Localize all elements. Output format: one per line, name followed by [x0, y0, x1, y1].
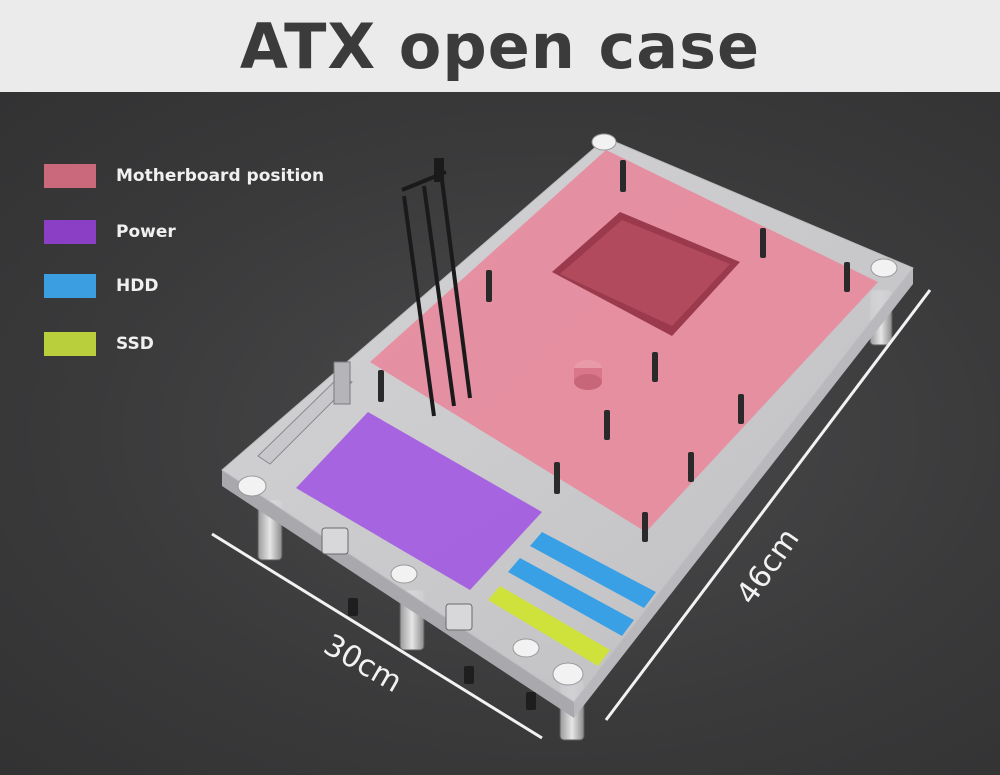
front-clip [321, 527, 349, 555]
standoff [760, 228, 766, 258]
length-dimension-label: 46cm [730, 522, 807, 611]
plate-edge [222, 470, 574, 718]
pci-bracket-rail-2 [422, 185, 456, 407]
corner-cap-bottom [512, 638, 540, 658]
front-clip [445, 603, 473, 631]
rear-bracket-bar [257, 375, 353, 465]
legend-label: Power [116, 222, 176, 242]
hdd-swatch-icon [44, 274, 96, 298]
corner-cap-mid [390, 564, 418, 584]
title-banner: ATX open case [0, 0, 1000, 92]
motherboard-standoffs [378, 160, 850, 542]
standoff [554, 462, 560, 494]
under-screw [348, 598, 358, 616]
standoff [688, 452, 694, 482]
power-region [296, 412, 542, 590]
ssd-slot [488, 586, 610, 666]
front-clips [321, 527, 473, 631]
page-title: ATX open case [239, 10, 761, 83]
width-dimension-label: 30cm [318, 628, 408, 700]
rear-bracket-post [333, 361, 351, 405]
corner-cap-right [870, 258, 898, 278]
standoff [844, 262, 850, 292]
corner-cap-left [237, 475, 267, 497]
standoff [486, 270, 492, 302]
pci-bracket-rail-1 [402, 195, 436, 417]
legend-label: Motherboard position [116, 166, 325, 186]
plate-edge-right [574, 268, 913, 718]
hdd-slot-2 [508, 558, 634, 636]
under-screws [348, 598, 536, 710]
center-boss-bottom [574, 374, 602, 390]
cpu-cutout-inner [560, 220, 730, 326]
standoff [620, 160, 626, 192]
corner-caps [237, 133, 898, 686]
standoff [604, 410, 610, 440]
hdd-slot-1 [530, 532, 656, 608]
standoff [652, 352, 658, 382]
rear-bracket [257, 361, 353, 465]
under-screw [526, 692, 536, 710]
corner-cap-front [552, 662, 584, 686]
pci-bracket-rail-3 [440, 179, 472, 399]
motherboard-region [370, 150, 878, 532]
corner-cap-top [591, 133, 617, 151]
width-dimension-line [211, 532, 543, 740]
length-dimension-line [604, 289, 932, 721]
pci-bracket-cap [434, 158, 444, 182]
standoff [642, 512, 648, 542]
standoff [738, 394, 744, 424]
power-swatch-icon [44, 220, 96, 244]
standoff [378, 370, 384, 402]
under-screw [464, 666, 474, 684]
motherboard-swatch-icon [44, 164, 96, 188]
legend-label: SSD [116, 334, 154, 354]
legend-label: HDD [116, 276, 159, 296]
ssd-swatch-icon [44, 332, 96, 356]
